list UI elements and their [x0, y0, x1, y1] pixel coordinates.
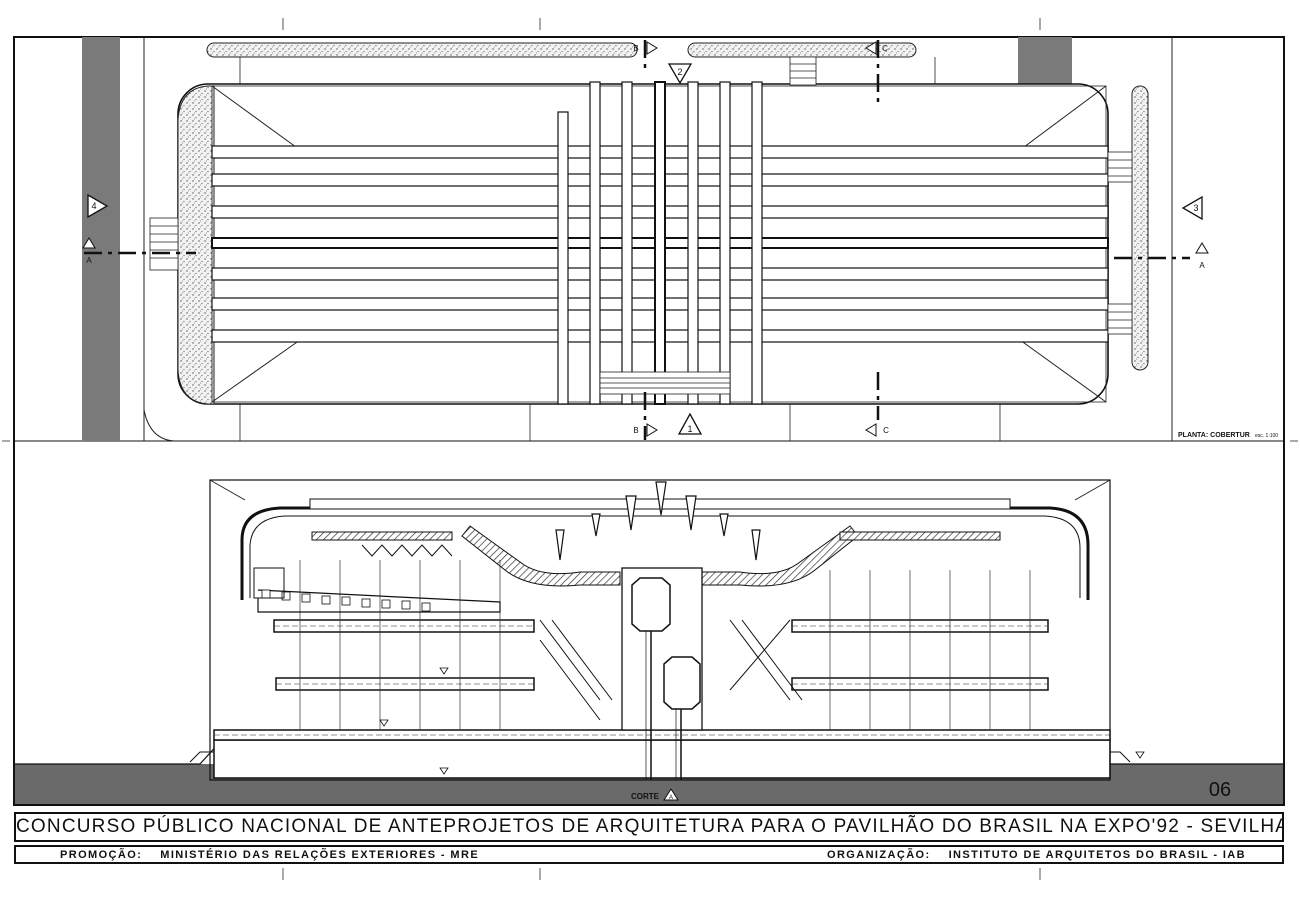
organization-label: ORGANIZAÇÃO: [826, 849, 931, 861]
cut-mark-a-left: A [82, 237, 96, 265]
promotion-credit: PROMOÇÃO: MINISTÉRIO DAS RELAÇÕES EXTERIO… [60, 849, 479, 861]
cut-mark-a-right: A [1195, 242, 1209, 270]
ramp-left [461, 525, 621, 587]
view-marker-4: 4 [87, 193, 109, 219]
section-caption: CORTE [631, 792, 660, 801]
promotion-label: PROMOÇÃO: [60, 849, 143, 861]
promotion-value: MINISTÉRIO DAS RELAÇÕES EXTERIORES - MRE [160, 849, 480, 861]
organization-value: INSTITUTO DE ARQUITETOS DO BRASIL - IAB [948, 849, 1246, 861]
planter-right [1131, 85, 1149, 371]
sheet-frame [13, 36, 1285, 806]
cut-label-c-bottom: C [883, 426, 889, 435]
view-marker-1-label: 1 [687, 424, 692, 434]
cross-beams [557, 81, 763, 405]
roof-shell [240, 506, 1090, 600]
view-marker-1: 1 [677, 412, 703, 435]
roof-plan [82, 37, 1190, 442]
view-marker-3-label: 3 [1193, 203, 1198, 213]
elevator-upper [631, 577, 671, 632]
cut-label-b-top: B [633, 44, 638, 53]
planter-top-left [206, 42, 638, 58]
section-caption-marker-label: A [669, 795, 673, 801]
cut-label-a-right: A [1199, 261, 1205, 270]
sheet-title: CONCURSO PÚBLICO NACIONAL DE ANTEPROJETO… [16, 816, 1284, 837]
cut-mark-c-top: C [865, 41, 888, 55]
section-lines [84, 40, 1190, 440]
view-marker-4-label: 4 [91, 201, 96, 211]
planter-left [177, 85, 215, 405]
cut-label-a-left: A [86, 256, 92, 265]
view-marker-2: 2 [667, 63, 693, 85]
view-marker-3: 3 [1181, 195, 1203, 221]
cut-mark-c-bottom: C [865, 423, 889, 437]
section-caption-marker: A [663, 788, 679, 801]
plan-scale: esc. 1:100 [1255, 433, 1278, 439]
view-marker-2-label: 2 [677, 67, 682, 77]
cut-mark-b-bottom: B [633, 423, 658, 437]
organization-credit: ORGANIZAÇÃO: INSTITUTO DE ARQUITETOS DO B… [827, 849, 1246, 861]
elevator-lower [663, 656, 701, 710]
auditorium-seating [257, 589, 501, 613]
section-stairs [539, 619, 803, 721]
cut-label-c-top: C [882, 44, 888, 53]
sheet-number: 06 [1209, 779, 1231, 801]
plan-caption: PLANTA: COBERTUR [1178, 432, 1250, 439]
cut-label-b-bottom: B [633, 426, 638, 435]
site-band-left [82, 37, 120, 441]
sheet-title-bar: CONCURSO PÚBLICO NACIONAL DE ANTEPROJETO… [14, 812, 1284, 842]
sheet-credit-bar: PROMOÇÃO: MINISTÉRIO DAS RELAÇÕES EXTERIO… [14, 845, 1284, 864]
cut-mark-b-top: B [633, 41, 658, 55]
plan-stairs [149, 56, 1133, 395]
building-section [15, 479, 1283, 804]
